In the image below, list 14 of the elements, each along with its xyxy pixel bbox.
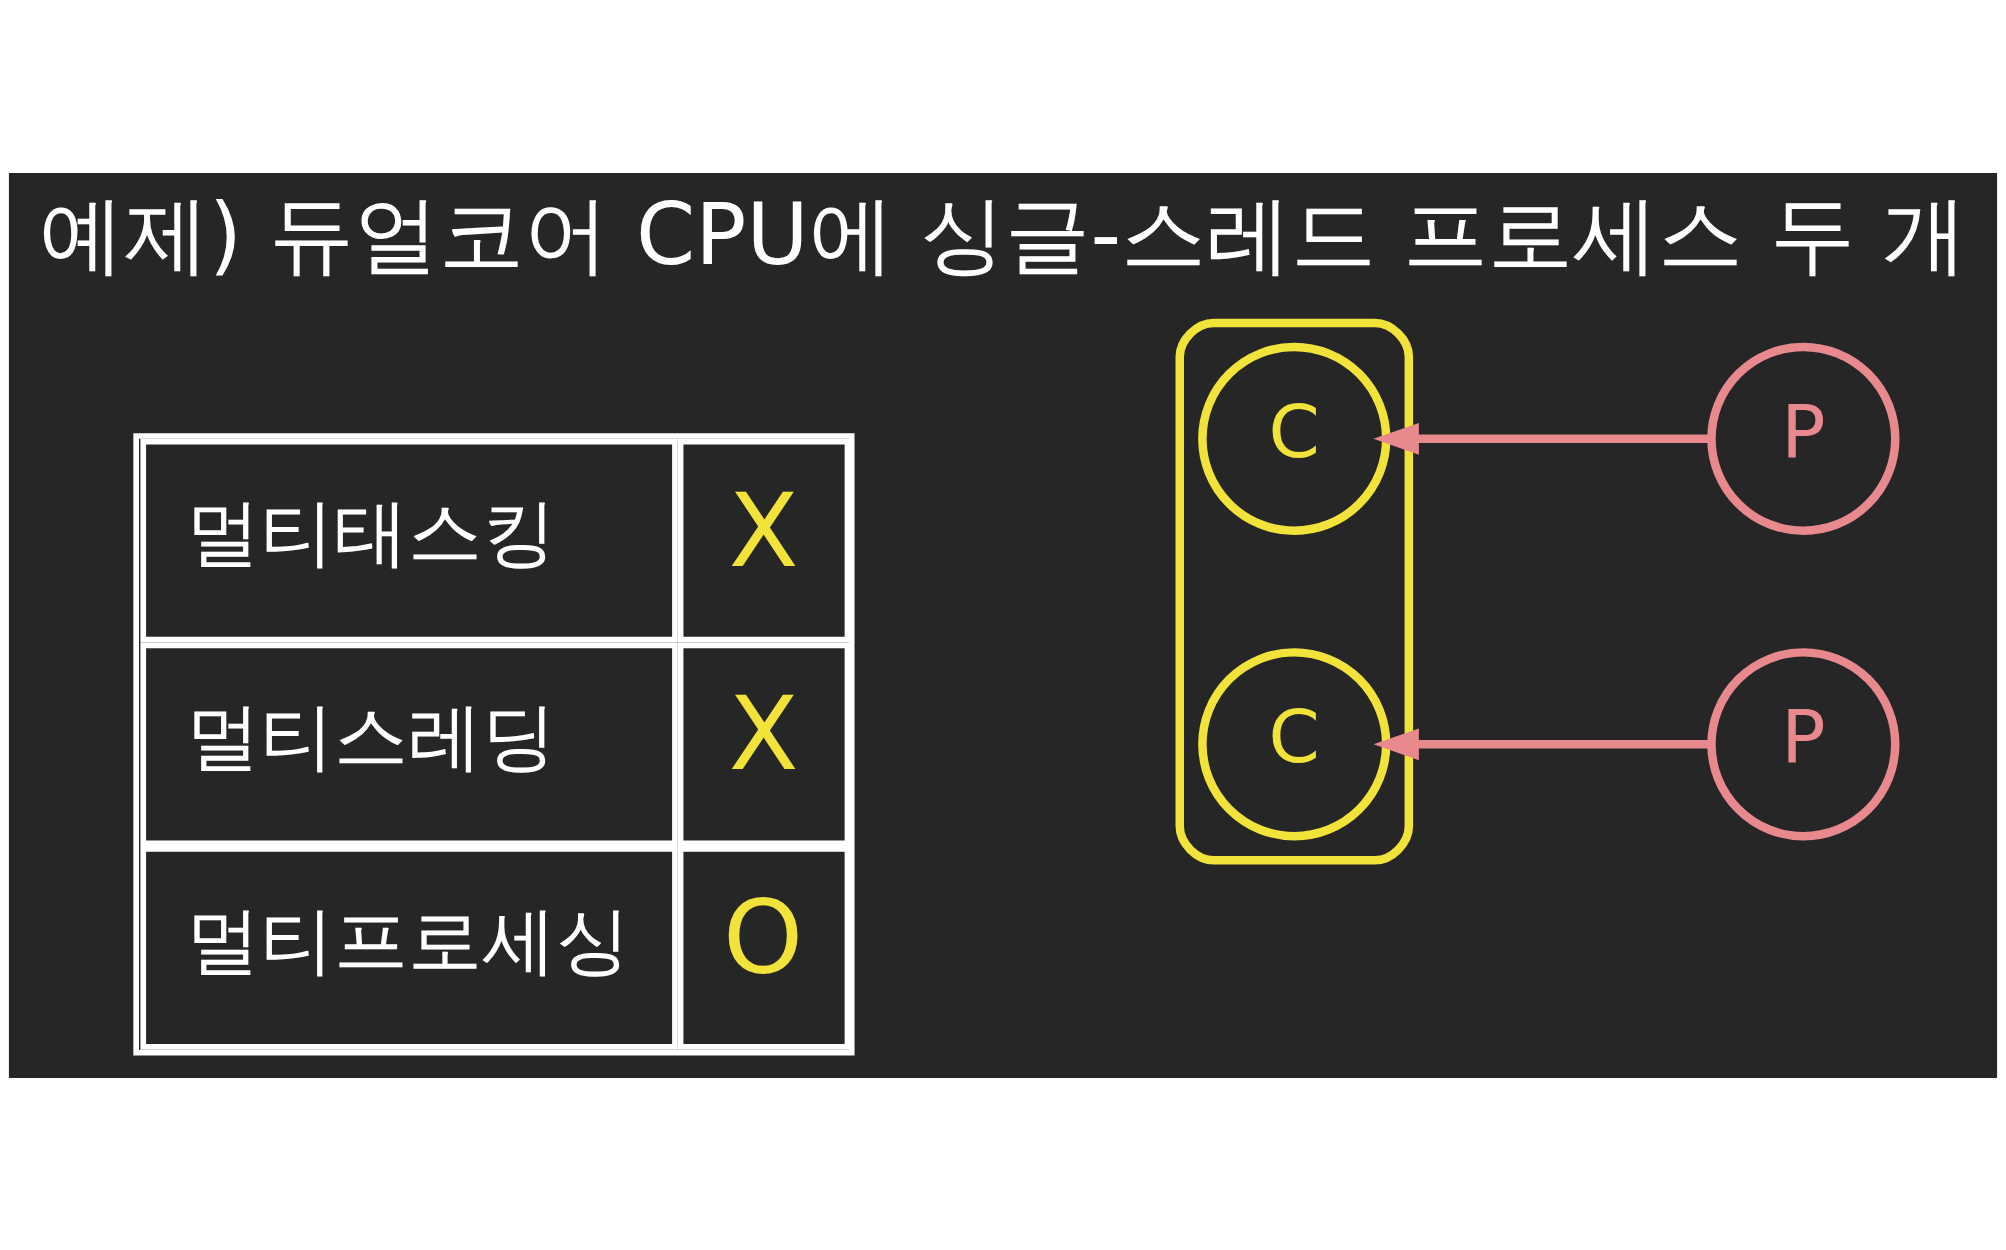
node-circle: P [1707, 647, 1900, 840]
node-circle: P [1707, 342, 1900, 535]
label: X [728, 673, 799, 793]
node-circle: C [1198, 342, 1391, 535]
label: 멀티스레딩 [185, 693, 556, 779]
label: 멀티프로세싱 [185, 897, 630, 983]
arrow [1373, 727, 1711, 760]
label: 멀티태스킹 [185, 489, 556, 575]
cluster [1175, 318, 1414, 864]
arrow [1373, 422, 1711, 455]
label: X [728, 470, 799, 590]
node-circle: C [1198, 647, 1391, 840]
diagram-title: 예제) 듀얼코어 CPU에 싱글-스레드 프로세스 두 개 [39, 184, 1967, 283]
label: O [723, 877, 804, 997]
